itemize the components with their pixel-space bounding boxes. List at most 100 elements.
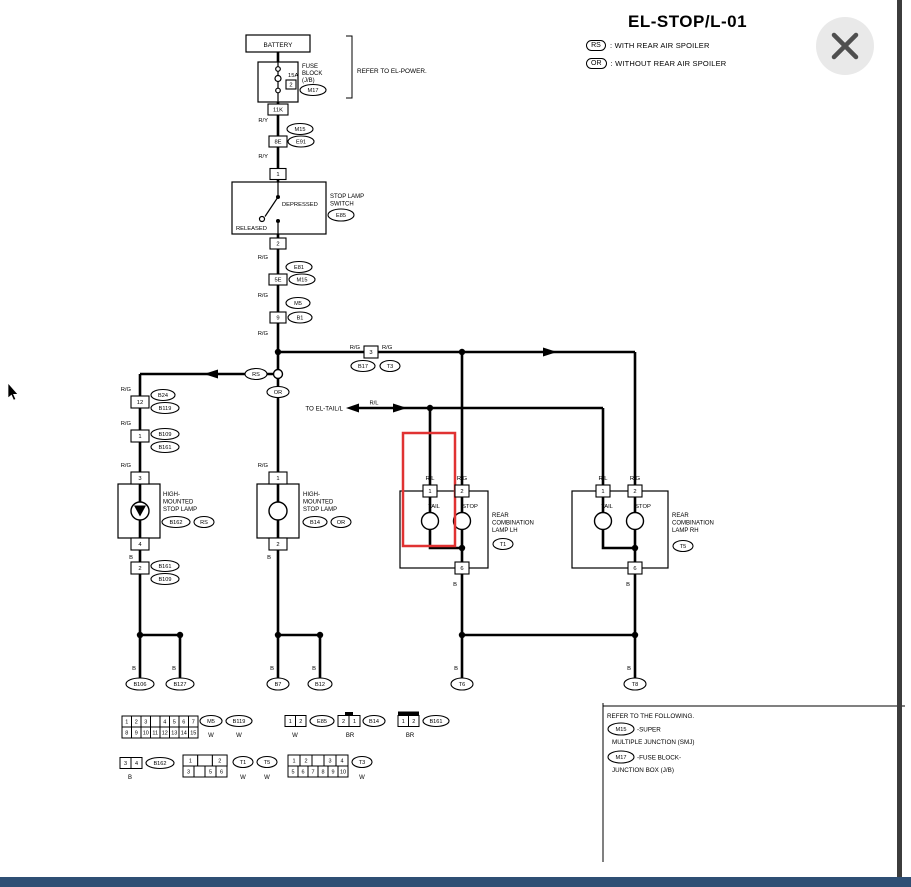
connector-label: B161 bbox=[429, 719, 442, 725]
fuse-terminal-top bbox=[275, 66, 281, 72]
stop-bulb-lh bbox=[452, 511, 472, 531]
connector-label: T5 bbox=[264, 760, 271, 766]
diagram-label: BATTERY bbox=[264, 42, 294, 49]
connector-label: OR bbox=[274, 390, 282, 396]
diagram-label: W bbox=[264, 775, 270, 781]
connector-label: M17 bbox=[308, 88, 319, 94]
diagram-label: MULTIPLE JUNCTION (SMJ) bbox=[612, 739, 694, 746]
diagram-label: BR bbox=[346, 733, 355, 739]
diagram-label: B bbox=[627, 666, 631, 672]
connector-oval bbox=[285, 260, 313, 274]
diagram-label: TO EL-TAIL/L bbox=[305, 406, 343, 413]
diagram-label: MOUNTED bbox=[163, 500, 194, 506]
pin-grid-number: 2 bbox=[342, 719, 345, 725]
connector-oval bbox=[379, 359, 401, 373]
pin-box-label: 6 bbox=[460, 566, 463, 572]
pin-grid-cell bbox=[188, 726, 199, 739]
connector-oval bbox=[150, 401, 180, 415]
mouse-cursor bbox=[7, 382, 19, 401]
connector-oval bbox=[422, 714, 450, 728]
fuse-terminal-bottom bbox=[275, 87, 281, 94]
pin-box bbox=[595, 484, 611, 498]
pin-grid-number: 7 bbox=[192, 720, 195, 726]
diagram-label: R/G bbox=[121, 463, 132, 469]
diagram-label: R/L bbox=[598, 476, 608, 482]
pin-box bbox=[268, 135, 288, 148]
diagram-label: W bbox=[292, 733, 298, 739]
internal-lines bbox=[139, 62, 642, 526]
diagram-label: B bbox=[132, 666, 136, 672]
option-splice-circle bbox=[272, 368, 284, 380]
connector-key-mark bbox=[398, 711, 419, 716]
pin-grid-number: 5 bbox=[173, 720, 176, 726]
diagram-label: MOUNTED bbox=[303, 500, 334, 506]
diagram-label: B bbox=[172, 666, 176, 672]
scrollbar[interactable] bbox=[897, 0, 902, 877]
diagram-label: RELEASED bbox=[236, 226, 267, 232]
connector-oval bbox=[285, 296, 311, 310]
diagram-label: W bbox=[359, 775, 365, 781]
connector-label: M5 bbox=[294, 301, 302, 307]
connector-oval bbox=[225, 714, 253, 728]
connector-label: T8 bbox=[632, 682, 639, 688]
connector-oval bbox=[623, 677, 647, 691]
rs-connector-oval: RS bbox=[586, 39, 606, 51]
pin-box bbox=[269, 237, 287, 250]
pin-box bbox=[268, 471, 288, 485]
connector-oval bbox=[287, 135, 315, 148]
connector-oval bbox=[607, 750, 635, 764]
pin-grid-cell bbox=[215, 765, 228, 778]
diagram-label: DEPRESSED bbox=[282, 202, 318, 208]
pin-box-label: 2 bbox=[289, 83, 292, 89]
connector-label: B162 bbox=[169, 520, 182, 526]
connector-oval bbox=[150, 572, 180, 586]
connector-oval bbox=[672, 539, 694, 553]
legend-item-or: OR : WITHOUT REAR AIR SPOILER bbox=[586, 56, 726, 70]
wires bbox=[138, 52, 637, 678]
diagram-label: B bbox=[453, 582, 457, 588]
pin-box-label: 11K bbox=[273, 108, 283, 114]
connector-oval bbox=[150, 388, 176, 402]
diagram-label: STOP bbox=[462, 504, 478, 510]
pin-box-label: 3 bbox=[138, 476, 141, 482]
connector-label: B17 bbox=[358, 364, 368, 370]
pin-box bbox=[269, 167, 287, 181]
flow-arrows bbox=[204, 347, 557, 413]
connector-oval bbox=[256, 755, 278, 769]
connector-label: T3 bbox=[359, 760, 366, 766]
pin-grid-number: 1 bbox=[289, 719, 292, 725]
connector-label: B127 bbox=[173, 682, 186, 688]
arrow-right-stop-feed bbox=[543, 347, 557, 357]
diagram-label: REFER TO EL-POWER. bbox=[357, 68, 427, 75]
diagram-label: B bbox=[626, 582, 630, 588]
stop-bulb-rh bbox=[625, 511, 645, 531]
connector-label: B12 bbox=[315, 682, 325, 688]
legend-text-or: : WITHOUT REAR AIR SPOILER bbox=[610, 58, 727, 68]
connector-label: M15 bbox=[297, 278, 308, 284]
diagram-label: R/G bbox=[382, 345, 393, 351]
connector-oval bbox=[150, 440, 180, 454]
pin-grid-number: 4 bbox=[163, 720, 166, 726]
connector-oval bbox=[350, 359, 376, 373]
connector-oval bbox=[307, 677, 333, 691]
connector-oval bbox=[125, 677, 155, 691]
connector-label: B162 bbox=[153, 761, 166, 767]
diagram-label: B bbox=[267, 555, 271, 561]
diagram-label: -SUPER bbox=[637, 727, 661, 734]
connector-oval bbox=[199, 714, 223, 728]
connector-oval bbox=[286, 122, 314, 136]
pin-box bbox=[130, 537, 150, 551]
pin-box-label: 2 bbox=[633, 489, 636, 495]
pin-grid-number: 2 bbox=[299, 719, 302, 725]
pin-grid-number: 13 bbox=[171, 731, 177, 737]
diagram-label: REAR bbox=[672, 513, 689, 519]
pin-box-label: 8E bbox=[274, 140, 281, 146]
spoiler-legend: RS : WITH REAR AIR SPOILER OR : WITHOUT … bbox=[586, 38, 726, 74]
pin-grid-cell bbox=[150, 715, 161, 728]
close-button[interactable] bbox=[816, 17, 874, 75]
diagram-label: SWITCH bbox=[330, 202, 354, 208]
connector-label: M15 bbox=[295, 127, 306, 133]
diagram-label: HIGH- bbox=[163, 492, 180, 498]
connector-oval bbox=[450, 677, 474, 691]
pin-box bbox=[422, 484, 438, 498]
